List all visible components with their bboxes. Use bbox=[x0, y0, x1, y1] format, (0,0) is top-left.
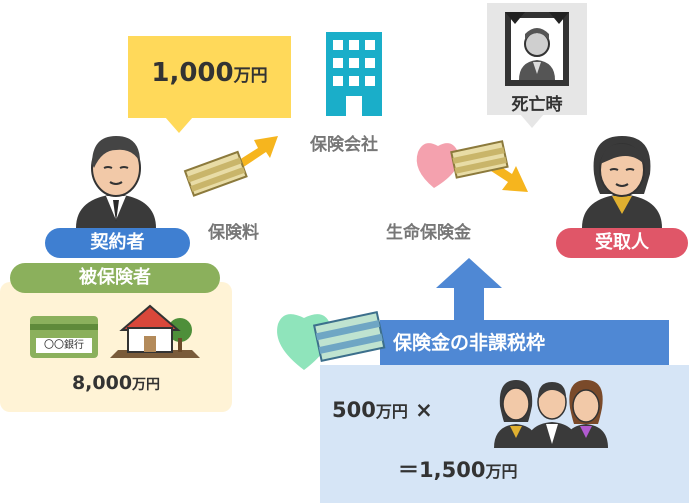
bank-card-icon: 〇〇銀行 bbox=[30, 316, 98, 358]
exemption-result: ＝1,500万円 bbox=[398, 454, 517, 484]
premium-callout-tail bbox=[165, 117, 193, 133]
exemption-formula: 500万円 × bbox=[332, 398, 433, 422]
premium-amount-value: 1,000 bbox=[151, 58, 234, 88]
per-heir-value: 500 bbox=[332, 398, 376, 422]
per-heir-unit: 万円 bbox=[375, 402, 408, 421]
insurance-company-building-icon bbox=[326, 32, 382, 116]
benefit-arrow-icon bbox=[416, 140, 528, 192]
premium-amount-unit: 万円 bbox=[233, 66, 268, 86]
contractor-person-icon bbox=[76, 136, 156, 228]
total-unit: 万円 bbox=[485, 462, 518, 481]
house-icon bbox=[110, 304, 200, 358]
premium-label: 保険料 bbox=[208, 223, 259, 243]
total-value: 1,500 bbox=[419, 458, 486, 482]
assets-value: 8,000 bbox=[71, 372, 133, 394]
death-label: 死亡時 bbox=[511, 95, 563, 115]
times-sign: × bbox=[415, 398, 433, 422]
memorial-portrait-icon bbox=[505, 12, 569, 86]
beneficiary-badge: 受取人 bbox=[556, 228, 688, 258]
beneficiary-person-icon bbox=[582, 136, 662, 228]
bank-card-text: 〇〇銀行 bbox=[36, 338, 92, 353]
insured-assets-amount: 8,000万円 bbox=[0, 372, 232, 394]
exemption-header bbox=[380, 320, 669, 365]
premium-callout bbox=[128, 36, 291, 118]
heirs-group-icon bbox=[494, 380, 608, 448]
assets-unit: 万円 bbox=[132, 377, 161, 393]
benefit-label: 生命保険金 bbox=[386, 223, 471, 243]
up-arrow-icon bbox=[436, 258, 502, 326]
contractor-badge: 契約者 bbox=[45, 228, 190, 258]
death-callout-tail bbox=[520, 114, 544, 128]
premium-arrow-icon bbox=[183, 136, 278, 197]
insurer-label: 保険会社 bbox=[310, 135, 378, 155]
premium-amount: 1,000万円 bbox=[128, 58, 291, 88]
equals-sign: ＝ bbox=[398, 458, 419, 482]
exemption-money-icon bbox=[277, 311, 386, 370]
insured-badge: 被保険者 bbox=[10, 263, 220, 293]
exemption-title: 保険金の非課税枠 bbox=[393, 332, 546, 354]
